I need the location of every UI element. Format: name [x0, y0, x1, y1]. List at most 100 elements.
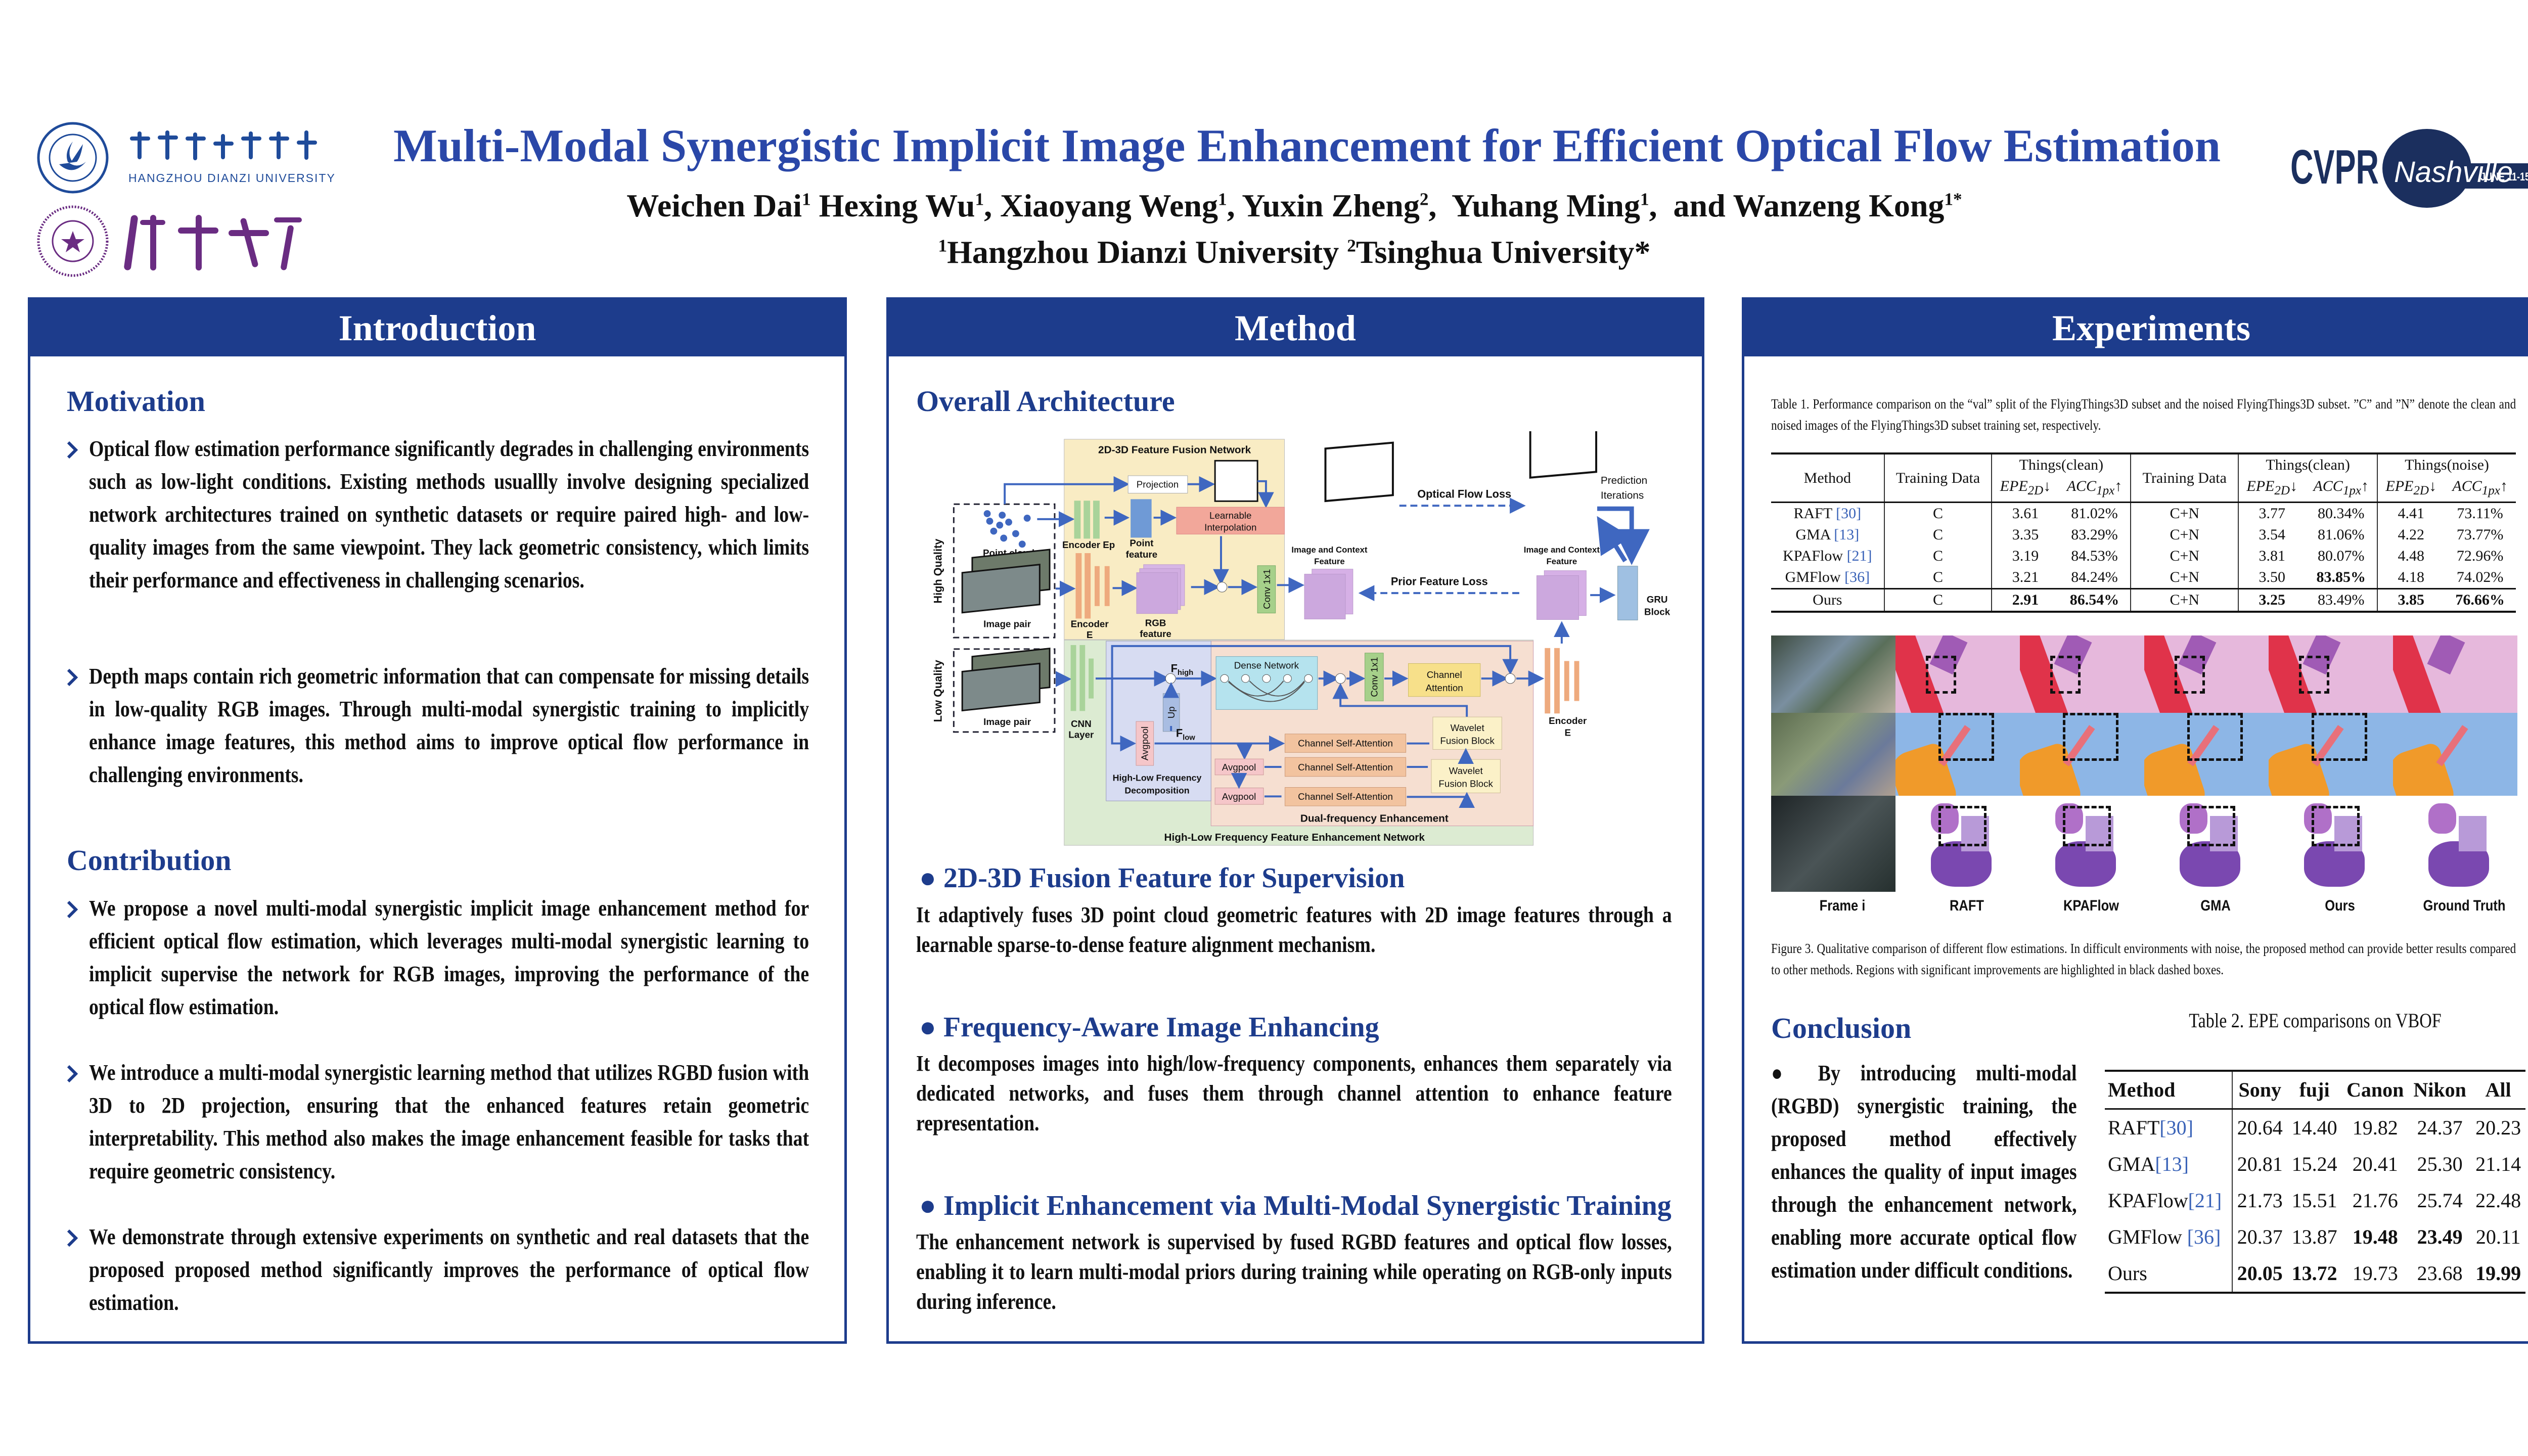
dense-network-nodes: [1220, 674, 1313, 683]
method-cell: KPAFlow [21]: [1783, 548, 1872, 564]
method-cell: GMFlow [36]: [1785, 569, 1870, 585]
flow-result-image: [2269, 635, 2393, 713]
interpolation-label: Interpolation: [1204, 522, 1256, 533]
table1-cell-td2: C+N: [2130, 567, 2239, 589]
architecture-heading: Overall Architecture: [916, 385, 1175, 418]
avgpool-block: [1136, 721, 1154, 766]
cnn-layer-label: CNN: [1071, 718, 1092, 729]
wavelet-label: Fusion Block: [1438, 779, 1493, 789]
table1-cell-epe3: 3.85: [2377, 588, 2445, 612]
table1-header-acc: ACC1px↑: [2452, 478, 2508, 497]
low-quality-input-box: [953, 648, 1056, 733]
optical-flow-loss-label: Optical Flow Loss: [1417, 487, 1511, 500]
chevron-right-icon: [67, 441, 78, 459]
table1-cell-acc3: 76.66%: [2455, 592, 2505, 608]
context-feature-label: Feature: [1314, 557, 1345, 566]
context-feature-label: Feature: [1547, 557, 1577, 566]
table2-cell: 19.73: [2352, 1262, 2398, 1285]
table1-cell-epe2: 3.81: [2238, 545, 2306, 567]
method-cell: RAFT[30]: [2108, 1116, 2193, 1139]
panel-header: Method: [889, 300, 1702, 356]
table2-cell: 20.05: [2231, 1255, 2287, 1293]
table1-header-epe: EPE2D↓: [1991, 476, 2059, 503]
figure3-caption: Figure 3. Qualitative comparison of diff…: [1771, 941, 2516, 977]
cvpr-dates: JUNE 11-15, 2025: [2480, 170, 2528, 183]
author-list: Weichen Dai1 Hexing Wu1, Xiaoyang Weng1,…: [0, 187, 2528, 224]
channel-attention-label: Channel: [1427, 669, 1462, 680]
table2-cell: 23.49: [2417, 1225, 2463, 1248]
projected-points-grid: [1214, 460, 1258, 502]
flow-result-image: [2020, 796, 2144, 892]
table1-cell-acc1: 86.54%: [2069, 592, 2119, 608]
tsinghua-logo: [36, 205, 309, 281]
point-cloud-icon: [983, 510, 1031, 548]
dense-network-label: Dense Network: [1234, 660, 1299, 670]
table2-cell: 22.48: [2475, 1189, 2521, 1212]
avgpool-label: Avgpool: [1222, 762, 1256, 772]
table2-cell: 21.73: [2231, 1182, 2287, 1219]
table1-cell-epe3: 4.22: [2377, 524, 2445, 545]
table1-cell-epe3: 4.48: [2377, 545, 2445, 567]
table1-cell-epe1: 3.35: [1991, 524, 2059, 545]
highlight-dashed-box: [2312, 713, 2367, 761]
motivation-bullet: Optical flow estimation performance sign…: [89, 436, 809, 593]
table2-cell: 20.41: [2352, 1153, 2398, 1175]
table1-cell-td1: C: [1883, 545, 1992, 567]
conv-label: Conv 1x1: [1369, 657, 1379, 697]
table1-cell-td2: C+N: [2130, 502, 2239, 524]
table1-cell-acc1: 84.24%: [2071, 569, 2118, 585]
table1-cell-acc3: 73.11%: [2457, 505, 2503, 522]
table2-cell: 20.81: [2231, 1146, 2287, 1182]
prediction-label: Prediction: [1601, 475, 1647, 486]
channel-attention-box: [1408, 663, 1481, 697]
table1-cell-acc1: 84.53%: [2071, 548, 2118, 564]
highlight-dashed-box: [1938, 713, 1994, 761]
low-quality-label: Low Quality: [932, 660, 944, 722]
prior-feature-loss-label: Prior Feature Loss: [1391, 575, 1488, 587]
channel-self-attention-box: [1284, 757, 1407, 777]
figure3-column-label: Frame i: [1819, 897, 1866, 914]
table2-cell: 24.37: [2417, 1116, 2463, 1139]
table1-cell-acc1: 83.29%: [2071, 526, 2118, 543]
conclusion-text: ● By introducing multi-modal (RGBD) syne…: [1771, 1061, 2077, 1283]
flow-result-image: [2020, 713, 2144, 796]
table2-header: Sony: [2231, 1071, 2287, 1109]
table2-cell: 25.30: [2417, 1153, 2463, 1175]
hdu-logo: HANGZHOU DIANZI UNIVERSITY: [36, 121, 340, 197]
highlight-dashed-box: [2312, 806, 2360, 846]
table2-cell: 20.23: [2475, 1116, 2521, 1139]
dual-frequency-label: Dual-frequency Enhancement: [1300, 813, 1449, 825]
table2-cell: 19.99: [2475, 1262, 2521, 1285]
panel-header: Introduction: [30, 300, 844, 356]
table1-cell-td2: C+N: [2130, 524, 2239, 545]
csa-label: Channel Self-Attention: [1298, 738, 1393, 748]
table2-cell: 19.48: [2352, 1225, 2398, 1248]
image-pair-label: Image pair: [983, 618, 1031, 629]
table1-cell-epe2: 3.77: [2238, 502, 2306, 524]
method-section-heading: ● Implicit Enhancement via Multi-Modal S…: [919, 1190, 1672, 1221]
flow-result-image: [2393, 635, 2517, 713]
channel-self-attention-box: [1284, 734, 1407, 753]
conv-1x1-block: [1257, 565, 1276, 614]
table1-header: Things(clean): [1991, 453, 2131, 476]
highlight-dashed-box: [2063, 713, 2118, 761]
flow-result-image: [2393, 713, 2517, 796]
image-pair-thumbnail: [961, 662, 1041, 712]
table1-header-epe: EPE2D↓: [2377, 476, 2445, 503]
gru-block: [1617, 566, 1638, 620]
table2-header: fuji: [2299, 1078, 2330, 1101]
cnn-layer-bars: [1070, 645, 1094, 711]
table1-cell-td1: C: [1883, 588, 1992, 612]
learnable-label: Learnable: [1209, 510, 1251, 521]
input-frame-image: [1771, 635, 1895, 713]
architecture-diagram: 2D-3D Feature Fusion Network High Qualit…: [932, 431, 1671, 846]
add-icon: [1505, 673, 1516, 684]
table1-cell-acc1: 81.02%: [2071, 505, 2118, 522]
cnn-layer-label: Layer: [1068, 730, 1094, 740]
image-pair-label: Image pair: [983, 716, 1031, 727]
table1-cell-acc3: 73.77%: [2456, 526, 2504, 543]
table1-cell-acc2: 80.34%: [2317, 505, 2365, 522]
